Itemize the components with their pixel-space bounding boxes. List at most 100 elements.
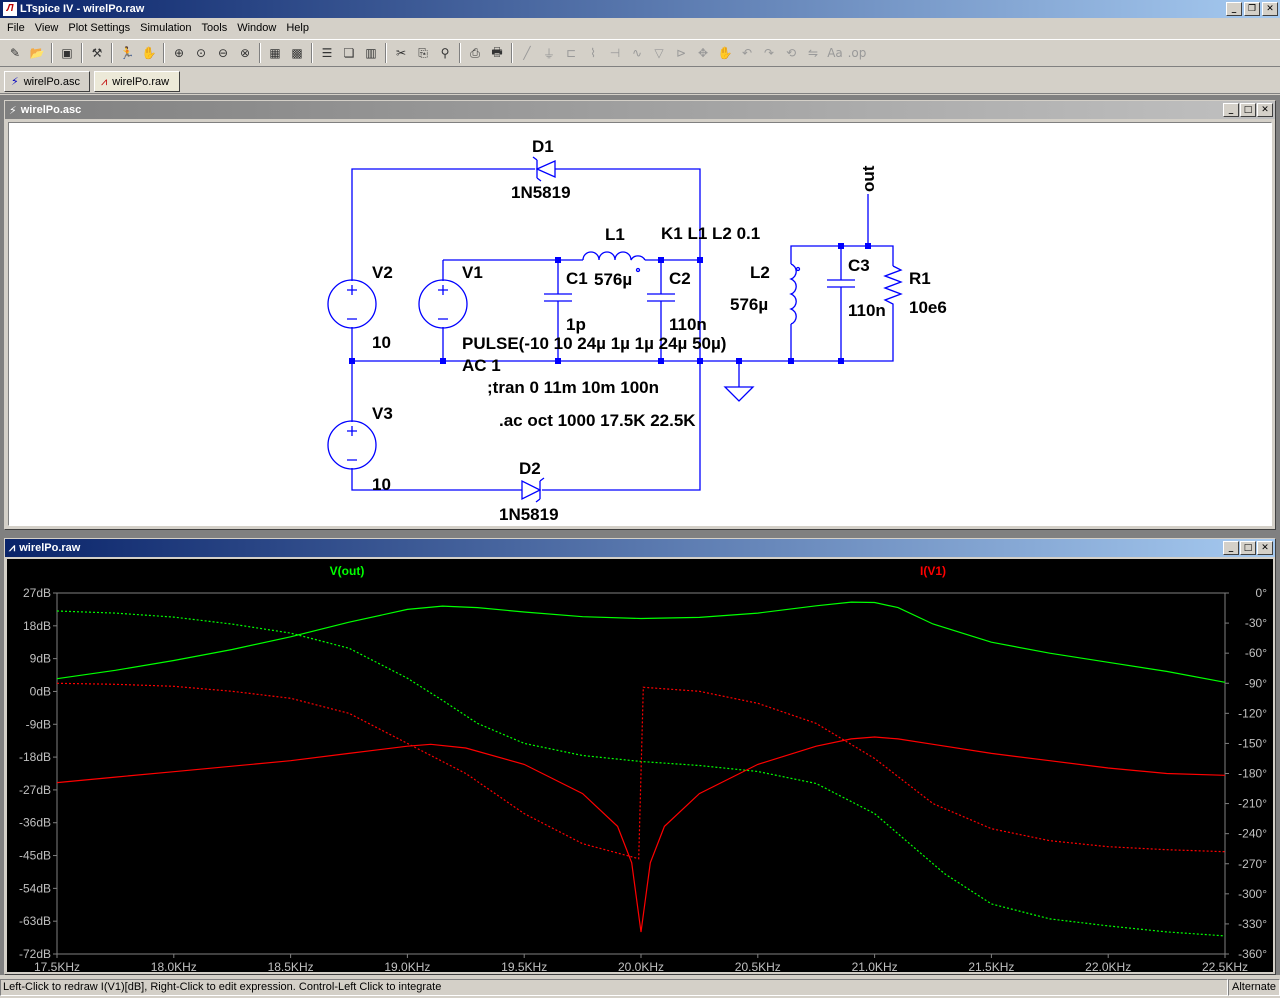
close-button[interactable]: ✕ [1257,103,1273,117]
tab-schematic[interactable]: ⚡ wirelPo.asc [4,71,90,92]
status-mode: Alternate [1228,979,1280,996]
schematic-window-titlebar[interactable]: ⚡ wirelPo.asc _ □ ✕ [5,101,1275,119]
menu-window[interactable]: Window [232,22,281,34]
pan-icon[interactable]: ⊙ [190,42,212,64]
drag-icon[interactable]: ✋ [714,42,736,64]
menu-file[interactable]: File [2,22,30,34]
directive-ac[interactable]: .ac oct 1000 17.5K 22.5K [499,411,696,430]
restore-button[interactable]: ❐ [1244,2,1260,16]
label-v3: V3 [372,404,393,423]
new-schematic-icon[interactable]: ✎ [4,42,26,64]
menu-help[interactable]: Help [281,22,314,34]
grid-icon[interactable]: ▩ [286,42,308,64]
plot-pane[interactable]: 27dB18dB9dB0dB-9dB-18dB-27dB-36dB-45dB-5… [7,559,1273,972]
capacitor-icon[interactable]: ⊣ [604,42,626,64]
minimize-button[interactable]: _ [1226,2,1242,16]
toolbar-separator [459,43,461,63]
directive-tran[interactable]: ;tran 0 11m 10m 100n [487,378,659,397]
label-c1-value: 1p [566,315,586,334]
component-icon[interactable]: ⊳ [670,42,692,64]
window-title: LTspice IV - wirelPo.raw [20,3,144,15]
label-net-icon[interactable]: ⊏ [560,42,582,64]
y-tick-label-right: -30° [1245,616,1267,630]
minimize-button[interactable]: _ [1223,103,1239,117]
inductor-l2[interactable] [791,264,796,324]
close-button[interactable]: ✕ [1262,2,1278,16]
toolbar-separator [259,43,261,63]
y-tick-label-left: -9dB [26,717,51,731]
zoom-fit-icon[interactable]: ⊗ [234,42,256,64]
menu-plot-settings[interactable]: Plot Settings [63,22,135,34]
cut-icon[interactable]: ✂ [390,42,412,64]
redo-icon[interactable]: ↷ [758,42,780,64]
tab-waveform[interactable]: ⩘ wirelPo.raw [94,71,180,92]
run-icon[interactable]: 🏃 [116,42,138,64]
zoom-in-icon[interactable]: ⊕ [168,42,190,64]
text-icon[interactable]: Aa [824,42,846,64]
undo-icon[interactable]: ↶ [736,42,758,64]
diode-d2[interactable] [522,481,540,499]
y-axis-left: 27dB18dB9dB0dB-9dB-18dB-27dB-36dB-45dB-5… [19,586,57,961]
waveform-icon: ⩘ [101,75,107,89]
diode-icon[interactable]: ▽ [648,42,670,64]
open-folder-icon[interactable]: 📂 [26,42,48,64]
diode-d1[interactable] [537,161,555,177]
waveform-window-titlebar[interactable]: ⩘ wirelPo.raw _ □ ✕ [5,539,1275,557]
rotate-icon[interactable]: ⟲ [780,42,802,64]
print-preview-icon[interactable]: ⎙ [464,42,486,64]
plot-svg[interactable]: 27dB18dB9dB0dB-9dB-18dB-27dB-36dB-45dB-5… [7,559,1275,974]
capacitor-c1[interactable] [544,294,572,301]
y-tick-label-right: -60° [1245,646,1267,660]
autorange-icon[interactable]: ▦ [264,42,286,64]
menu-simulation[interactable]: Simulation [135,22,196,34]
tile-vertical-icon[interactable]: ▥ [360,42,382,64]
label-v1: V1 [462,263,483,282]
maximize-button[interactable]: □ [1240,541,1256,555]
wire-icon[interactable]: ╱ [516,42,538,64]
print-icon[interactable]: 🖶 [486,42,508,64]
cascade-icon[interactable]: ❏ [338,42,360,64]
label-v1-ac: AC 1 [462,356,501,375]
ground-symbol [725,387,753,401]
close-button[interactable]: ✕ [1257,541,1273,555]
capacitor-c2[interactable] [647,294,675,301]
ground-icon[interactable]: ⏚ [538,42,560,64]
status-text: Left-Click to redraw I(V1)[dB], Right-Cl… [0,979,1228,996]
toolbar-separator [81,43,83,63]
schematic-window[interactable]: ⚡ wirelPo.asc _ □ ✕ [4,100,1276,530]
find-icon[interactable]: ⚲ [434,42,456,64]
schematic-canvas[interactable]: D1 1N5819 D2 1N5819 V2 10 V1 PULSE(-10 1… [8,122,1272,526]
mirror-icon[interactable]: ⇋ [802,42,824,64]
trace-label-vout[interactable]: V(out) [330,564,365,578]
minimize-button[interactable]: _ [1223,541,1239,555]
control-panel-icon[interactable]: ⚒ [86,42,108,64]
trace-iv1-phase[interactable] [57,683,1225,858]
ltspice-icon: Л [3,2,17,16]
inductor-l1[interactable] [583,252,645,260]
resistor-r1[interactable] [885,266,901,310]
waveform-window[interactable]: ⩘ wirelPo.raw _ □ ✕ 27dB18dB9dB0dB-9dB-1… [4,538,1276,975]
resistor-icon[interactable]: ⌇ [582,42,604,64]
x-tick-label: 22.5KHz [1202,960,1248,974]
tile-horizontal-icon[interactable]: ☰ [316,42,338,64]
menu-view[interactable]: View [30,22,64,34]
menu-tools[interactable]: Tools [197,22,233,34]
zoom-out-icon[interactable]: ⊖ [212,42,234,64]
move-icon[interactable]: ✥ [692,42,714,64]
spice-directive-icon[interactable]: .op [846,42,868,64]
save-icon[interactable]: ▣ [56,42,78,64]
document-tabbar: ⚡ wirelPo.asc ⩘ wirelPo.raw [0,69,1280,94]
copy-icon[interactable]: ⎘ [412,42,434,64]
halt-icon[interactable]: ✋ [138,42,160,64]
trace-vout-magnitude[interactable] [57,602,1225,682]
capacitor-c3[interactable] [827,280,855,287]
inductor-icon[interactable]: ∿ [626,42,648,64]
label-d1-model: 1N5819 [511,183,571,202]
y-tick-label-right: 0° [1256,586,1268,600]
y-tick-label-right: -90° [1245,676,1267,690]
toolbar-separator [511,43,513,63]
y-tick-label-left: 27dB [23,586,51,600]
maximize-button[interactable]: □ [1240,103,1256,117]
trace-label-iv1[interactable]: I(V1) [920,564,946,578]
schematic-icon: ⚡ [9,104,17,117]
